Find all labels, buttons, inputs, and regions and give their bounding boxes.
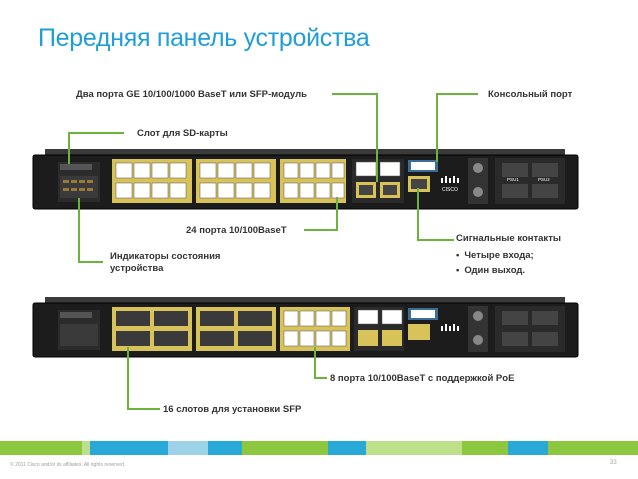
svg-text:PSU2: PSU2 (538, 177, 550, 182)
label-alarm-contacts: Сигнальные контакты (456, 233, 561, 244)
alarm-contacts-list: Четыре входа; Один выход. (456, 248, 534, 278)
device-bottom (32, 297, 579, 358)
poe-8-ports (280, 307, 350, 351)
svg-text:PSU1: PSU1 (507, 177, 519, 182)
label-poe-ports: 8 порта 10/100BaseT с поддержкой PoE (330, 373, 515, 384)
alarm-item: Один выход. (456, 263, 534, 278)
alarm-item: Четыре входа; (456, 248, 533, 263)
label-24-ports: 24 порта 10/100BaseT (186, 225, 287, 236)
page-title: Передняя панель устройства (38, 24, 370, 52)
sd-card-slot (60, 164, 92, 170)
label-status-leds: Индикаторы состояния устройства (110, 251, 221, 274)
svg-text:CISCO: CISCO (442, 187, 458, 193)
callout-lines (68, 93, 478, 410)
status-led-panel (60, 176, 98, 198)
cisco-logo: CISCO (441, 176, 459, 193)
label-sd-slot: Слот для SD-карты (137, 128, 228, 139)
label-sfp-slots: 16 слотов для установки SFP (163, 404, 302, 415)
console-port (408, 160, 438, 172)
label-console-port: Консольный порт (488, 89, 573, 100)
label-ge-ports: Два порта GE 10/100/1000 BaseT или SFP-м… (76, 89, 307, 100)
device-top: CISCO PSU1 PSU2 (32, 149, 579, 210)
sfp-16-slots (112, 307, 276, 351)
ports-24-block (112, 159, 346, 203)
page-number: 33 (610, 460, 617, 466)
footer-copyright: © 2011 Cisco and/or its affiliates. All … (10, 462, 126, 468)
psu-panel: PSU1 PSU2 (468, 158, 565, 204)
